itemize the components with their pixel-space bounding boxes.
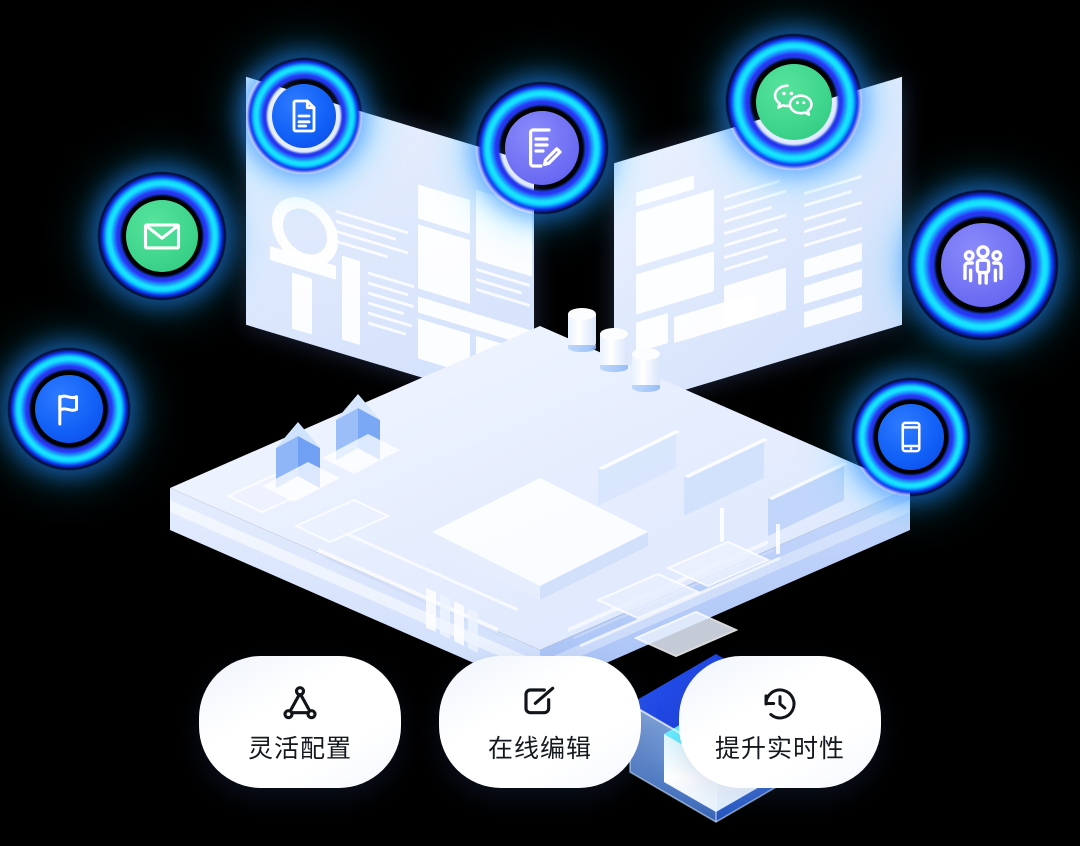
card-label: 灵活配置 bbox=[247, 734, 352, 763]
document-icon bbox=[292, 99, 316, 133]
cylinder-prop bbox=[632, 348, 660, 394]
mobile-phone-icon bbox=[901, 421, 921, 453]
card-label: 提升实时性 bbox=[714, 734, 845, 763]
badge-wechat[interactable] bbox=[726, 34, 862, 170]
badge-team[interactable] bbox=[908, 190, 1058, 340]
badge-mail[interactable] bbox=[98, 172, 226, 300]
flag-icon bbox=[58, 394, 78, 426]
edit-square-icon bbox=[519, 683, 561, 725]
badge-disc bbox=[34, 374, 104, 444]
card-label: 在线编辑 bbox=[487, 734, 592, 763]
badge-document[interactable] bbox=[246, 58, 362, 174]
badge-flag[interactable] bbox=[8, 348, 130, 470]
badge-disc bbox=[271, 83, 337, 149]
history-clock-icon bbox=[759, 683, 801, 725]
edit-document-icon bbox=[529, 128, 562, 168]
badge-edit-document[interactable] bbox=[476, 82, 608, 214]
badge-disc bbox=[755, 63, 833, 141]
triangle-nodes-icon bbox=[279, 683, 321, 725]
cylinder-prop bbox=[600, 328, 628, 374]
isometric-platform bbox=[168, 300, 912, 823]
feature-card-row: 灵活配置 在线编辑 提升实时性 bbox=[0, 656, 1080, 788]
badge-disc bbox=[505, 111, 579, 185]
team-icon bbox=[963, 245, 1003, 285]
mail-icon bbox=[143, 223, 181, 250]
card-online-edit[interactable]: 在线编辑 bbox=[439, 656, 641, 788]
badge-disc bbox=[126, 200, 198, 272]
badge-disc bbox=[877, 403, 945, 471]
scene-root: 灵活配置 在线编辑 提升实时性 bbox=[0, 34, 1080, 823]
badge-mobile-phone[interactable] bbox=[852, 378, 970, 496]
card-realtime[interactable]: 提升实时性 bbox=[679, 656, 881, 788]
badge-disc bbox=[941, 223, 1025, 307]
card-flexible-config[interactable]: 灵活配置 bbox=[199, 656, 401, 788]
cylinder-prop bbox=[568, 308, 596, 354]
wechat-icon bbox=[773, 84, 813, 116]
